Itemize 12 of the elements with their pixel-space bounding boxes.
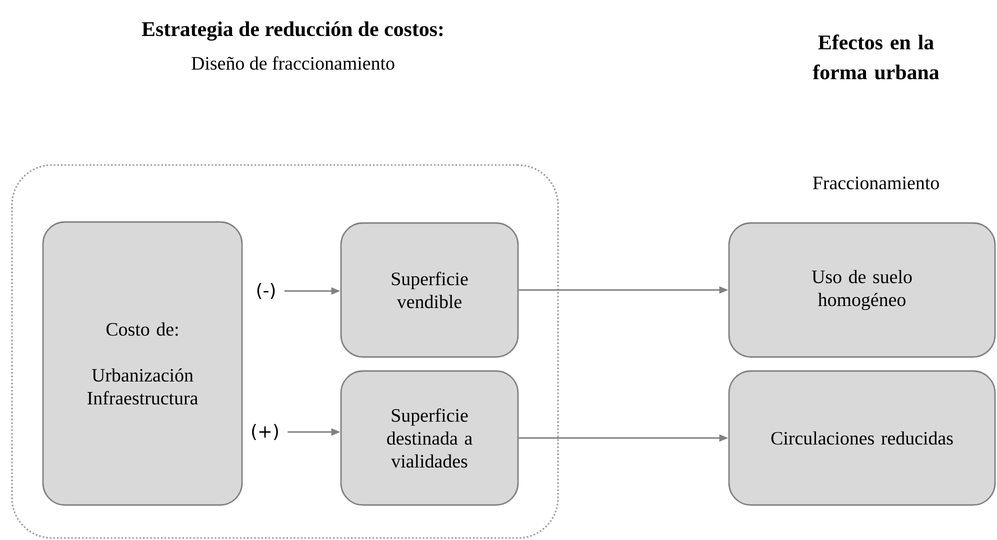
subtitle: Diseño de fraccionamiento bbox=[192, 56, 394, 70]
process-box: Superficie vendible bbox=[340, 222, 519, 358]
column-heading: Efectos en la forma urbana bbox=[812, 34, 940, 80]
column-label: Fraccionamiento bbox=[812, 176, 939, 190]
process-box: Costo de: Urbanización Infraestructura bbox=[42, 221, 243, 506]
dotted-group-frame bbox=[11, 164, 559, 539]
sign-label: (-) bbox=[257, 283, 275, 299]
process-box: Superficie destinada a vialidades bbox=[340, 370, 519, 506]
process-box: Circulaciones reducidas bbox=[728, 370, 996, 506]
sign-label: (+) bbox=[252, 424, 278, 440]
title: Estrategia de reducción de costos: bbox=[142, 21, 443, 41]
process-box: Uso de suelo homogéneo bbox=[728, 222, 996, 358]
